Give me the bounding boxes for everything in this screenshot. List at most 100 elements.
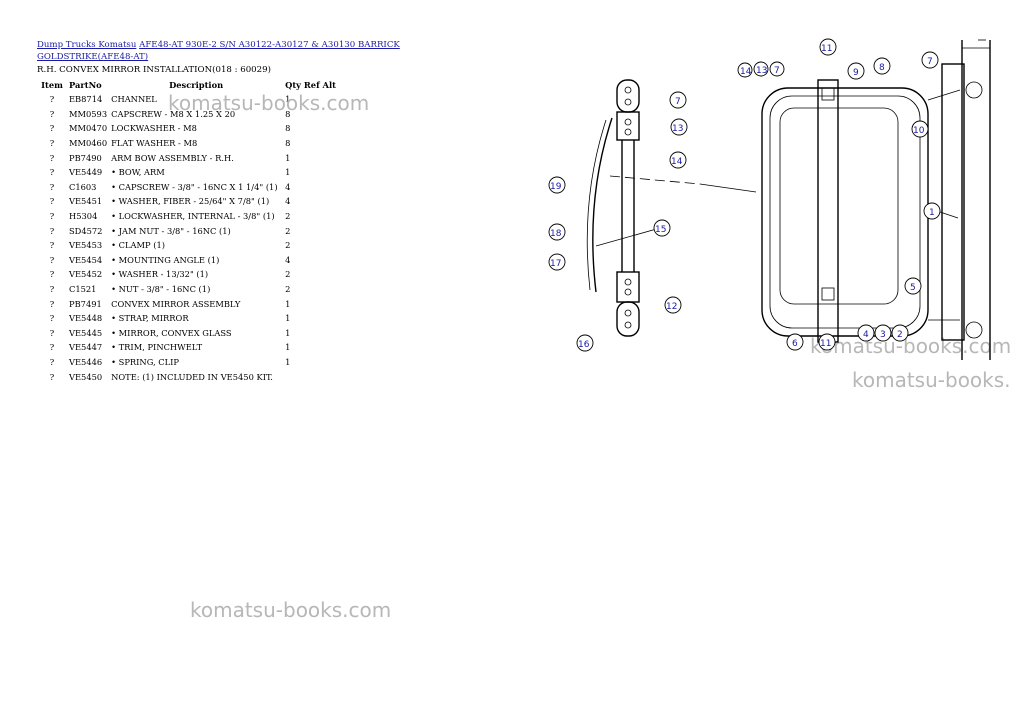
- callout-5[interactable]: 5: [904, 277, 922, 295]
- callout-19[interactable]: 19: [548, 176, 566, 194]
- svg-text:8: 8: [879, 63, 885, 73]
- row-item: ?: [49, 356, 55, 367]
- table-row: ?VE5454• MOUNTING ANGLE (1)4: [37, 253, 338, 268]
- row-item: ?: [49, 371, 55, 382]
- row-partno: VE5445: [69, 327, 103, 338]
- row-partno: PB7491: [69, 298, 102, 309]
- row-item: ?: [49, 240, 55, 251]
- row-description: FLAT WASHER - M8: [111, 138, 198, 149]
- svg-text:12: 12: [666, 302, 677, 312]
- row-description: • WASHER, FIBER - 25/64" X 7/8" (1): [111, 196, 270, 207]
- svg-text:5: 5: [910, 283, 916, 293]
- callout-6[interactable]: 6: [786, 333, 804, 351]
- arm-bow-assembly-drawing: [586, 79, 757, 337]
- table-row: ?VE5453• CLAMP (1)2: [37, 238, 338, 253]
- watermark: komatsu-books.: [852, 368, 1011, 392]
- row-qty: 4: [285, 254, 291, 265]
- callout-11[interactable]: 11: [819, 38, 837, 56]
- callout-13[interactable]: 13: [670, 118, 688, 136]
- row-partno: VE5446: [69, 356, 103, 367]
- svg-text:16: 16: [578, 340, 590, 350]
- convex-mirror-drawing: [761, 39, 991, 360]
- svg-text:14: 14: [740, 67, 752, 77]
- callout-1[interactable]: 1: [923, 202, 941, 220]
- row-description: • MOUNTING ANGLE (1): [111, 254, 220, 265]
- row-partno: H5304: [69, 211, 98, 222]
- callout-7[interactable]: 7: [921, 51, 939, 69]
- row-qty: 1: [285, 167, 291, 178]
- svg-text:19: 19: [550, 182, 562, 192]
- table-header-row: Item PartNo Description Qty Ref Alt: [37, 78, 338, 92]
- row-item: ?: [49, 123, 55, 134]
- watermark: komatsu-books.com: [190, 598, 392, 622]
- row-partno: VE5454: [69, 254, 103, 265]
- table-row: ?VE5452• WASHER - 13/32" (1)2: [37, 267, 338, 282]
- svg-text:11: 11: [820, 339, 831, 349]
- row-item: ?: [49, 108, 55, 119]
- callout-17[interactable]: 17: [548, 253, 566, 271]
- callout-7[interactable]: 7: [769, 61, 785, 77]
- row-qty: 1: [285, 342, 291, 353]
- callout-18[interactable]: 18: [548, 223, 566, 241]
- callout-7[interactable]: 7: [669, 91, 687, 109]
- svg-text:2: 2: [897, 330, 903, 340]
- row-partno: MM0593: [69, 108, 108, 119]
- row-item: ?: [49, 181, 55, 192]
- row-description: • CAPSCREW - 3/8" - 16NC X 1 1/4" (1): [111, 181, 278, 192]
- row-item: ?: [49, 327, 55, 338]
- row-partno: MM0460: [69, 138, 108, 149]
- callout-12[interactable]: 12: [664, 296, 682, 314]
- row-partno: MM0470: [69, 123, 108, 134]
- row-qty: 4: [285, 181, 291, 192]
- row-description: CHANNEL: [111, 94, 157, 105]
- watermark: komatsu-books.com: [168, 91, 370, 115]
- row-description: CAPSCREW - M8 X 1.25 X 20: [111, 108, 236, 119]
- header-qty: Qty: [285, 80, 301, 90]
- breadcrumb-link-dump-trucks[interactable]: Dump Trucks Komatsu: [37, 40, 137, 50]
- callout-4[interactable]: 4: [857, 324, 875, 342]
- row-description: • STRAP, MIRROR: [111, 313, 189, 324]
- callout-14[interactable]: 14: [669, 151, 687, 169]
- table-row: ?C1521• NUT - 3/8" - 16NC (1)2: [37, 282, 338, 297]
- row-description: • MIRROR, CONVEX GLASS: [111, 327, 232, 338]
- row-partno: VE5452: [69, 269, 103, 280]
- row-item: ?: [49, 152, 55, 163]
- callout-15[interactable]: 15: [653, 219, 671, 237]
- row-qty: 2: [285, 211, 291, 222]
- row-item: ?: [49, 167, 55, 178]
- callout-8[interactable]: 8: [873, 57, 891, 75]
- breadcrumb-link-model[interactable]: AFE48-AT 930E-2 S/N A30122-A30127 & A301…: [37, 40, 400, 62]
- svg-text:4: 4: [863, 330, 869, 340]
- callout-10[interactable]: 10: [911, 120, 929, 138]
- svg-text:7: 7: [927, 57, 933, 67]
- row-item: ?: [49, 94, 55, 105]
- row-partno: EB8714: [69, 94, 103, 105]
- row-description: • BOW, ARM: [111, 167, 165, 178]
- callout-13[interactable]: 13: [753, 61, 769, 77]
- row-qty: 8: [285, 108, 291, 119]
- row-qty: 8: [285, 123, 291, 134]
- callout-14[interactable]: 14: [737, 62, 753, 78]
- parts-table: Item PartNo Description Qty Ref Alt ? EB8…: [37, 78, 338, 384]
- svg-text:14: 14: [671, 157, 683, 167]
- row-qty: 2: [285, 240, 291, 251]
- row-qty: 2: [285, 225, 291, 236]
- page-title: R.H. CONVEX MIRROR INSTALLATION(018 : 60…: [37, 65, 271, 75]
- row-partno: SD4572: [69, 225, 103, 236]
- callout-2[interactable]: 2: [891, 324, 909, 342]
- header-qty-ref-alt: Qty Ref Alt: [283, 78, 338, 92]
- callout-3[interactable]: 3: [874, 324, 892, 342]
- row-description: • WASHER - 13/32" (1): [111, 269, 209, 280]
- svg-text:6: 6: [792, 339, 798, 349]
- callout-11[interactable]: 11: [818, 333, 836, 351]
- callout-9[interactable]: 9: [847, 62, 865, 80]
- callout-16[interactable]: 16: [576, 334, 594, 352]
- svg-text:3: 3: [880, 330, 886, 340]
- row-item: ?: [49, 138, 55, 149]
